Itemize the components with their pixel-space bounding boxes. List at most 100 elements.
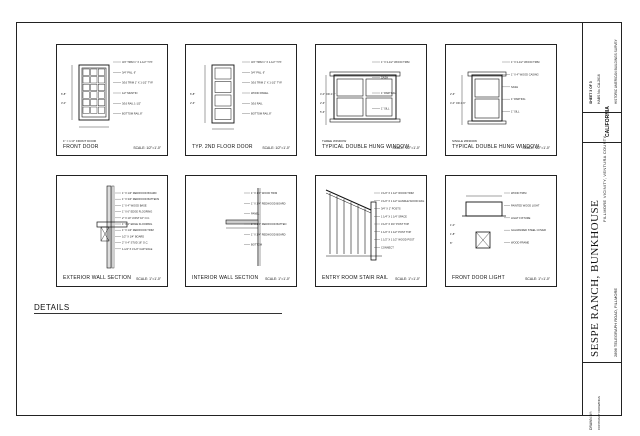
detail-panel: 3/4" TRIM 1" X 1-1/2" TYP. 3/4" PNL. 6" 3/… [185, 44, 297, 156]
detail-note: 1" X 1/4" REDWOOD TRIM [122, 228, 154, 232]
detail-note: 1" X 1/4" REDWOOD BOARD [122, 191, 157, 195]
detail-note: 1" X 4" WOOD CASING [511, 72, 539, 76]
detail-note: 1" X 4" EDGE FLOORING [122, 222, 152, 226]
detail-note: 1" X 3/4" REDWOOD BATTENS [122, 197, 159, 201]
detail-panel: 3/4" TRIM 1" X 1-1/2" TYP. 3/4" PNL. 6" 3/… [56, 44, 168, 156]
dimension-label: 6'-8" [61, 92, 66, 96]
detail-note: BOTTOM RAIL 8" [122, 112, 143, 116]
detail-title: EXTERIOR WALL SECTION [63, 275, 132, 281]
project-title: SESPE RANCH, BUNKHOUSE [589, 199, 601, 357]
detail-note: 1" X 1/4" REDWOOD BOARD [251, 232, 286, 236]
detail-note: 1" X 3-1/2" WOOD TRIM [511, 60, 539, 64]
detail-title: TYPICAL DOUBLE HUNG WINDOW [322, 144, 410, 150]
detail-note: 3/4" TRIM 1" X 1-1/2" TYP. [251, 60, 282, 64]
dimension-label: 4'-0" OR 4'-6" [320, 92, 336, 96]
detail-subtitle: SINGLE WINDOW [452, 139, 478, 143]
detail-note: 1" X 1/4" REDWOOD BATTEN [251, 222, 287, 226]
detail-scale: SCALE: 1"=1'-0" [265, 277, 290, 281]
detail-note: 3/16 TRIM 1" X 1-1/2" TYP. [122, 81, 154, 85]
detail-note: 1" X 3-1/2" WOOD TRIM [381, 60, 409, 64]
detail-note: 2" X 10" JOIST 16" O.C. [122, 216, 150, 220]
sheet-state: CALIFORNIA [605, 106, 611, 137]
detail-drawing: 1" X 3-1/2" WOOD TRIM 1" X 4" WOOD CASING… [450, 60, 539, 125]
detail-note: 1 1/2" X 1 1/2" POST TOP [381, 230, 412, 234]
detail-scale: SCALE: 1/2"=1'-0" [522, 146, 550, 150]
detail-note: BOTTOM [251, 243, 262, 247]
detail-note: 1" X 6" EDGE FLOORING [122, 210, 152, 214]
dimension-label: 1'-8" [450, 232, 455, 236]
detail-note: LIGHT FIXTURE [511, 216, 531, 220]
detail-subtitle: 1" = 1'-0" FRONT DOOR [63, 139, 97, 143]
detail-note: 1-1/4" X 3 1/2" CAP SOLE [122, 247, 153, 251]
detail-panel: 3 1/2" X 1 1/2" WOOD TRIM 3 1/2" X 1 1/2"… [315, 175, 427, 287]
dimension-label: 3'-0" [61, 101, 66, 105]
detail-note: BOTTOM RAIL 8" [251, 112, 272, 116]
detail-note: 3 1/2" X 3/4" POST TOP [381, 222, 409, 226]
detail-note: 3/4" PNL. 6" [122, 70, 136, 74]
detail-note: GALVANIZED STEEL COVER [511, 228, 546, 232]
detail-note: 3/4" TRIM 1" X 1-1/2" TYP. [122, 60, 153, 64]
detail-note: 2" X 4" STUD 16" O.C. [122, 241, 149, 245]
dimension-label: 5'-6" [320, 110, 325, 114]
detail-note: 1" PARTING [511, 97, 525, 101]
detail-scale: SCALE: 1"=1'-0" [136, 277, 161, 281]
sheet-number: SHEET 3 OF 3 [589, 81, 593, 104]
survey-name: HISTORIC AMERICAN BUILDINGS SURVEY [614, 39, 618, 104]
title-block: SESPE RANCH, BUNKHOUSE FILLMORE VICINITY… [582, 22, 622, 430]
detail-note: SASH [511, 85, 518, 89]
habs-number: HABS No. CA-2616 [597, 74, 601, 104]
detail-scale: SCALE: 1"=1'-0" [525, 277, 550, 281]
detail-title: FRONT DOOR [63, 144, 99, 150]
detail-note: WOOD FRAME [511, 241, 529, 245]
detail-note: 3 1/2" X 1 1/2" WOOD TRIM [381, 191, 414, 195]
title-block-divider-3 [583, 362, 621, 363]
detail-drawing: 1" X 1/4" REDWOOD BOARD 1" X 3/4" REDWOOD… [96, 185, 159, 269]
detail-title: FRONT DOOR LIGHT [452, 275, 505, 281]
dimension-label: 2'-6" [190, 101, 195, 105]
detail-title: ENTRY ROOM STAIR RAIL [322, 275, 389, 281]
detail-note: WOOD PANEL [251, 91, 269, 95]
project-location: FILLMORE VICINITY, VENTURA COUNTY [602, 135, 607, 222]
detail-drawing: 3/4" TRIM 1" X 1-1/2" TYP. 3/4" PNL. 6" 3/… [190, 60, 283, 130]
dimension-label: 1'-0" [450, 223, 455, 227]
detail-drawing: 1" X 1/4" WOOD TRIM 1" X 1/4" REDWOOD BOA… [225, 188, 287, 266]
detail-panel: 1" X 1/4" WOOD TRIM 1" X 1/4" REDWOOD BOA… [185, 175, 297, 287]
detail-note: CONNECT [381, 245, 394, 249]
detail-title: TYP. 2ND FLOOR DOOR [192, 144, 253, 150]
detail-note: 3/16 RAIL [251, 101, 263, 105]
detail-note: 3 1/2" X 1 1/2" HANDLE WOOD RAIL TRIM [381, 199, 425, 203]
details-heading: DETAILS [34, 303, 70, 312]
dimension-label: 2'-6" [320, 101, 325, 105]
detail-note: 1" X 4" WOOD BASE [122, 203, 147, 207]
dimension-label: 8" [450, 241, 452, 245]
detail-note: PANEL [251, 212, 260, 216]
project-address: 2896 TELEGRAPH ROAD, FILLMORE [613, 287, 618, 357]
title-block-divider-2 [583, 142, 621, 143]
detail-panel: 1" X 1/4" REDWOOD BOARD 1" X 3/4" REDWOOD… [56, 175, 168, 287]
detail-scale: SCALE: 1/2"=1'-0" [262, 146, 290, 150]
detail-note: 1" SILL [511, 110, 520, 114]
detail-note: 3/4" PNL. 6" [251, 70, 265, 74]
detail-scale: SCALE: 1"=1'-0" [395, 277, 420, 281]
detail-scale: SCALE: 1/2"=1'-0" [392, 146, 420, 150]
detail-note: SASH [381, 76, 388, 80]
detail-note: 1" X 1/4" REDWOOD BOARD [251, 201, 286, 205]
detail-note: 1" X 1/4" WOOD TRIM [251, 191, 277, 195]
detail-note: 1/2" X 1/4" BOARD [122, 234, 144, 238]
detail-note: 1 1/2" X 1 1/2" WOOD POST [381, 238, 415, 242]
detail-scale: SCALE: 1/2"=1'-0" [133, 146, 161, 150]
detail-title: INTERIOR WALL SECTION [192, 275, 259, 281]
dimension-label: 2'-6" [450, 92, 455, 96]
detail-title: TYPICAL DOUBLE HUNG WINDOW [452, 144, 540, 150]
detail-note: 1 1/4" X 1 1/4" SPACE [381, 214, 407, 218]
detail-note: PAINTED WOOD LIGHT [511, 203, 540, 207]
detail-note: 3/4" X 1" POSTS [381, 207, 401, 211]
dimension-label: 4'-0" OR 4'-6" [450, 101, 466, 105]
drawing-sheet-border [16, 22, 622, 416]
detail-panel: 1" X 3-1/2" WOOD TRIM 1" X 4" WOOD CASING… [445, 44, 557, 156]
drafting-note: CONTRACT DRAWINGS [597, 396, 601, 430]
drawn-by-label: DRAWN BY: [589, 411, 593, 430]
